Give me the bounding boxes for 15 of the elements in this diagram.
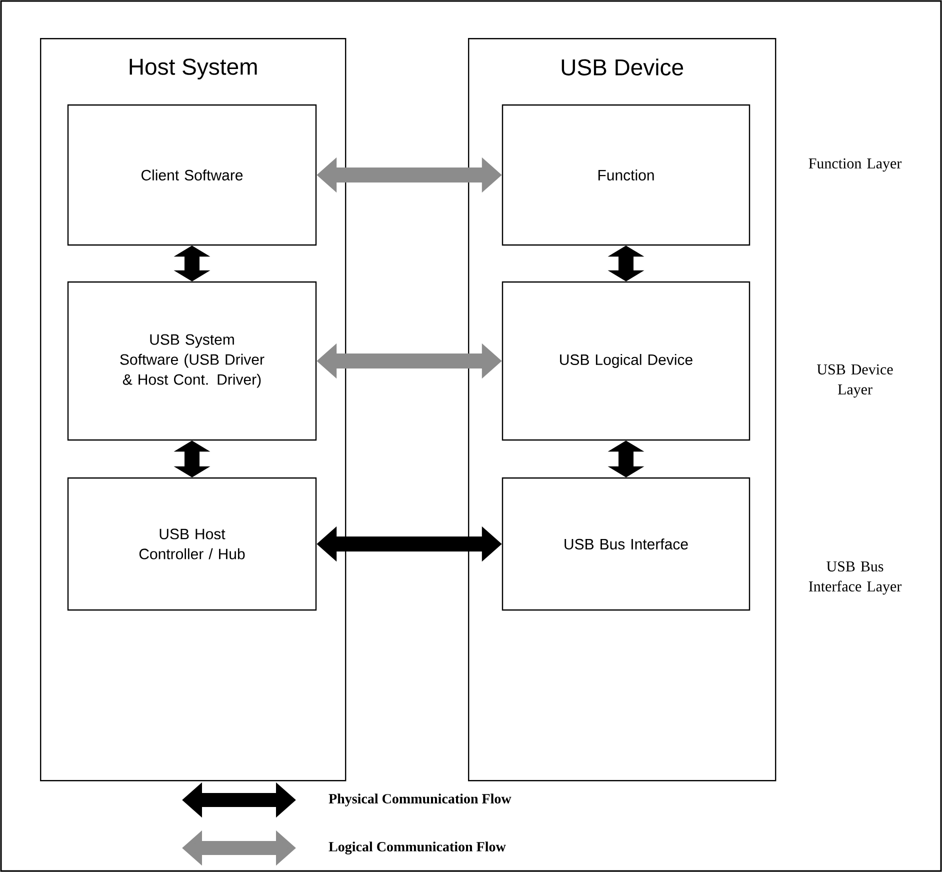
layer-box: USB Host Controller / Hub: [67, 477, 317, 611]
legend-text: Physical Communication Flow: [328, 794, 512, 806]
layer-box: USB Bus Interface: [502, 477, 750, 611]
layer-label: Function Layer: [808, 158, 902, 172]
layer-box: Function: [502, 104, 750, 246]
layer-box: Client Software: [67, 104, 317, 246]
double-arrow: [174, 246, 210, 282]
layer-label: USB Bus Interface Layer: [808, 561, 902, 595]
layer-label: USB Device Layer: [817, 364, 893, 398]
layer-box: USB Logical Device: [502, 281, 750, 441]
legend-text: Logical Communication Flow: [328, 842, 506, 854]
double-arrow: [608, 246, 644, 282]
double-arrow: [608, 440, 644, 478]
layer-box: USB System Software (USB Driver & Host Cont. Driver): [67, 281, 317, 441]
double-arrow: [174, 440, 210, 478]
